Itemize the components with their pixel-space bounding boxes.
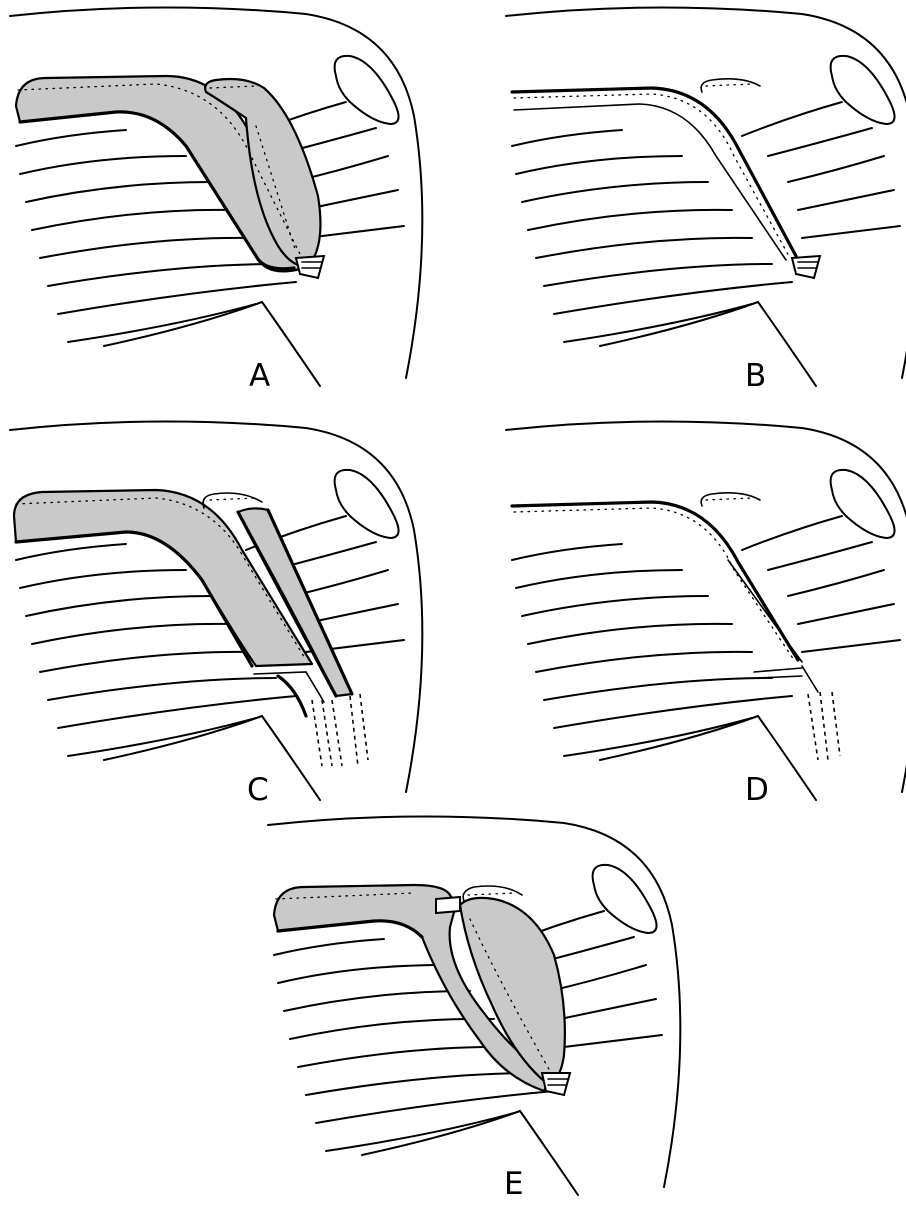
continuation-dashes [312, 694, 368, 766]
rib-line [522, 596, 708, 616]
rib-line [298, 1047, 514, 1067]
rib-line [68, 304, 256, 342]
panel-e-illustration [264, 815, 704, 1215]
rib-line [798, 190, 894, 210]
rib-line [516, 570, 682, 588]
rib-line [522, 182, 708, 202]
rib-line [742, 516, 842, 550]
humeral-head [593, 865, 657, 933]
mucosa-hatching [210, 498, 256, 500]
mucosa-hatching [514, 94, 790, 258]
stoma-clamp [542, 1073, 570, 1095]
humeral-head [831, 56, 895, 124]
tube-inner-wall [514, 104, 786, 260]
panel-d: D [502, 420, 906, 820]
panel-e-label: E [504, 1169, 524, 1200]
panel-c-illustration [6, 420, 446, 820]
rib-line [742, 102, 842, 136]
stoma-clamp [296, 256, 324, 278]
rib-line [20, 156, 186, 174]
cut-edge [802, 666, 818, 692]
rib-line [316, 1091, 554, 1123]
rib-line [48, 264, 276, 286]
rib-line [284, 991, 470, 1011]
rib-line [516, 156, 682, 174]
rib-line [58, 282, 296, 314]
rib-line [788, 570, 884, 596]
humeral-head [335, 470, 399, 538]
rib-line [40, 652, 256, 672]
rib-line [544, 678, 772, 700]
esophageal-remnant [701, 79, 760, 92]
panel-d-illustration [502, 420, 906, 820]
panel-d-label: D [745, 775, 769, 806]
rib-line [20, 570, 186, 588]
rib-line [536, 238, 752, 258]
rib-line [564, 718, 752, 756]
panel-c-label: C [247, 775, 269, 806]
panel-a-illustration [6, 6, 446, 406]
tube-outer-wall [512, 88, 796, 256]
rib-line [802, 226, 900, 238]
rib-line [788, 156, 884, 182]
rib-line [528, 210, 732, 230]
rib-line [306, 1073, 534, 1095]
rib-line [564, 1035, 662, 1047]
rib-line [290, 1019, 494, 1039]
rib-line [326, 1113, 514, 1151]
panel-a-label: A [249, 361, 270, 392]
rib-line [564, 304, 752, 342]
anastomosis-clamp [436, 897, 460, 913]
cut-margin [754, 668, 802, 678]
rib-line [512, 544, 622, 560]
rib-line [802, 640, 900, 652]
rib-line [544, 264, 772, 286]
panel-b-illustration [502, 6, 906, 406]
rib-line [26, 182, 212, 202]
mucosa-hatching [706, 84, 752, 86]
rib-line [550, 965, 646, 991]
esophageal-remnant [203, 493, 262, 508]
humeral-head [831, 470, 895, 538]
rib-line [528, 624, 732, 644]
rib-line [560, 999, 656, 1019]
rib-line [554, 696, 792, 728]
rib-line [26, 596, 212, 616]
panel-b: B [502, 6, 906, 406]
continuation-dashes [808, 692, 840, 760]
rib-line [40, 238, 256, 258]
rib-line [68, 718, 256, 756]
rib-line [768, 542, 872, 570]
stoma-clamp [792, 256, 820, 278]
mucosa-hatching [706, 498, 752, 500]
rib-line [536, 652, 752, 672]
rib-line [48, 678, 276, 700]
mucosa-hatching [468, 893, 514, 895]
esophageal-remnant [701, 493, 760, 506]
rib-line [798, 604, 894, 624]
rib-line [16, 544, 126, 560]
panel-e: E [264, 815, 704, 1215]
rib-line [16, 130, 126, 146]
tube-inner-wall [728, 560, 802, 662]
rib-line [512, 130, 622, 146]
rib-line [32, 210, 236, 230]
rib-line [768, 128, 872, 156]
rib-line [278, 965, 444, 983]
humeral-head [335, 56, 399, 124]
rib-line [274, 939, 384, 955]
rib-line [58, 696, 296, 728]
panel-b-label: B [745, 361, 766, 392]
rib-line [32, 624, 236, 644]
panel-c: C [6, 420, 446, 820]
panel-a: A [6, 6, 446, 406]
rib-line [554, 282, 792, 314]
